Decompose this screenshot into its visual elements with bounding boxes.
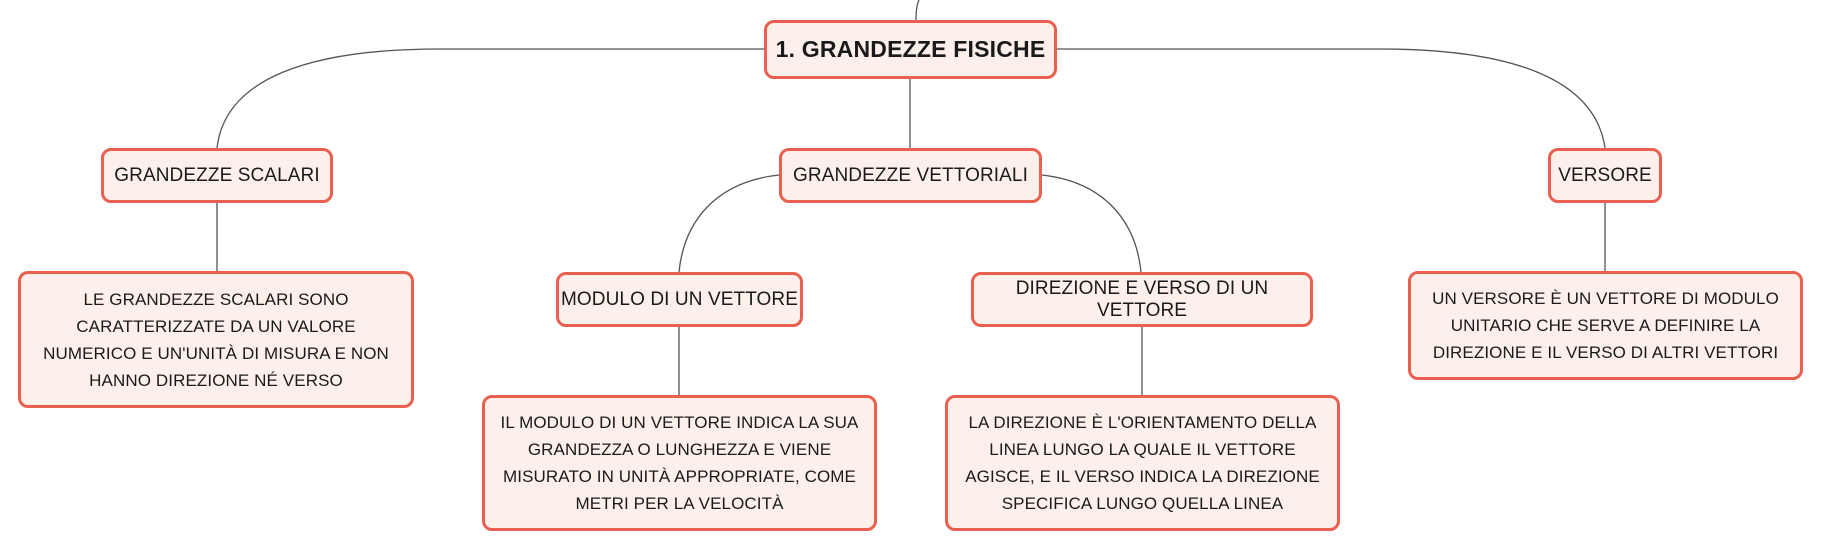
subtopic-versore-definition-text: UN VERSORE È UN VETTORE DI MODULO UNITAR… xyxy=(1432,289,1779,362)
subtopic-modulo-definition-text: IL MODULO DI UN VETTORE INDICA LA SUA GR… xyxy=(500,413,859,513)
topic-versore[interactable]: VERSORE xyxy=(1548,148,1662,203)
subtopic-versore-definition[interactable]: UN VERSORE È UN VETTORE DI MODULO UNITAR… xyxy=(1408,271,1803,380)
subtopic-direzione-definition[interactable]: LA DIREZIONE È L'ORIENTAMENTO DELLA LINE… xyxy=(945,395,1340,531)
subtopic-modulo-definition[interactable]: IL MODULO DI UN VETTORE INDICA LA SUA GR… xyxy=(482,395,877,531)
topic-versore-label: VERSORE xyxy=(1558,164,1652,186)
root-topic-node[interactable]: 1. GRANDEZZE FISICHE xyxy=(764,20,1057,79)
topic-grandezze-vettoriali[interactable]: GRANDEZZE VETTORIALI xyxy=(779,148,1042,203)
subtopic-scalari-definition[interactable]: LE GRANDEZZE SCALARI SONO CARATTERIZZATE… xyxy=(18,271,414,408)
connector-root-scalari xyxy=(216,48,764,149)
subtopic-direzione-definition-text: LA DIREZIONE È L'ORIENTAMENTO DELLA LINE… xyxy=(965,413,1320,513)
topic-modulo-vettore-label: MODULO DI UN VETTORE xyxy=(560,288,799,310)
topic-direzione-verso-label: DIREZIONE E VERSO DI UN VETTORE xyxy=(1015,277,1269,321)
connector-vettoriali-direzione xyxy=(1041,174,1142,273)
subtopic-scalari-definition-text: LE GRANDEZZE SCALARI SONO CARATTERIZZATE… xyxy=(43,289,389,390)
topic-modulo-vettore[interactable]: MODULO DI UN VETTORE xyxy=(556,272,803,327)
topic-grandezze-scalari-label: GRANDEZZE SCALARI xyxy=(114,164,320,186)
topic-grandezze-scalari[interactable]: GRANDEZZE SCALARI xyxy=(101,148,333,203)
topic-grandezze-vettoriali-label: GRANDEZZE VETTORIALI xyxy=(793,164,1028,186)
topic-direzione-verso[interactable]: DIREZIONE E VERSO DI UN VETTORE xyxy=(971,272,1313,327)
root-topic-label: 1. GRANDEZZE FISICHE xyxy=(775,36,1046,62)
connector-to-parent xyxy=(915,0,920,21)
connector-root-versore xyxy=(1057,48,1606,149)
connector-vettoriali-modulo xyxy=(678,174,780,273)
